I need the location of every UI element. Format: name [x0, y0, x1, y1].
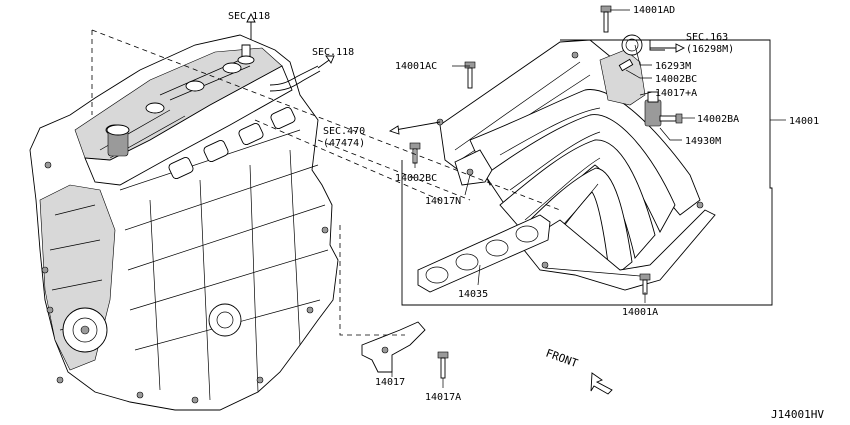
label-sec163-sub: (16298M)	[686, 44, 734, 55]
label-front: FRONT	[544, 347, 580, 371]
support-bracket	[361, 321, 426, 373]
label-14017A-plus: 14017+A	[655, 88, 697, 99]
diagram-code: J14001HV	[771, 408, 824, 421]
label-14001AD: 14001AD	[633, 5, 675, 16]
label-14001AC: 14001AC	[395, 61, 437, 72]
label-sec163: SEC.163	[686, 32, 728, 43]
label-14017A: 14017A	[425, 392, 461, 403]
label-14002BC-top: 14002BC	[655, 74, 697, 85]
front-arrow	[590, 372, 613, 395]
bolt-14001AD	[600, 5, 612, 33]
label-14017N: 14017N	[425, 196, 461, 207]
label-14002BC-left: 14002BC	[395, 173, 437, 184]
label-sec470-sub: (47474)	[323, 138, 365, 149]
intake-manifold	[436, 34, 716, 291]
bolt-14002BA	[659, 113, 683, 124]
label-14017: 14017	[375, 377, 405, 388]
label-14035: 14035	[458, 289, 488, 300]
label-sec470: SEC.470	[323, 126, 365, 137]
manifold-gasket	[417, 214, 551, 293]
bolt-14017A	[437, 351, 449, 379]
label-sec118-a: SEC.118	[228, 11, 270, 22]
engine-block	[29, 34, 339, 411]
assembly-frame	[401, 39, 773, 306]
label-16293M: 16293M	[655, 61, 691, 72]
bolt-14001AC	[464, 61, 476, 89]
label-14001A: 14001A	[622, 307, 658, 318]
label-sec118-b: SEC.118	[312, 47, 354, 58]
sub-frame	[649, 40, 665, 51]
label-14930M: 14930M	[685, 136, 721, 147]
bolt-14002BC-top	[618, 58, 634, 72]
label-14002BA: 14002BA	[697, 114, 739, 125]
label-14001: 14001	[789, 116, 819, 127]
